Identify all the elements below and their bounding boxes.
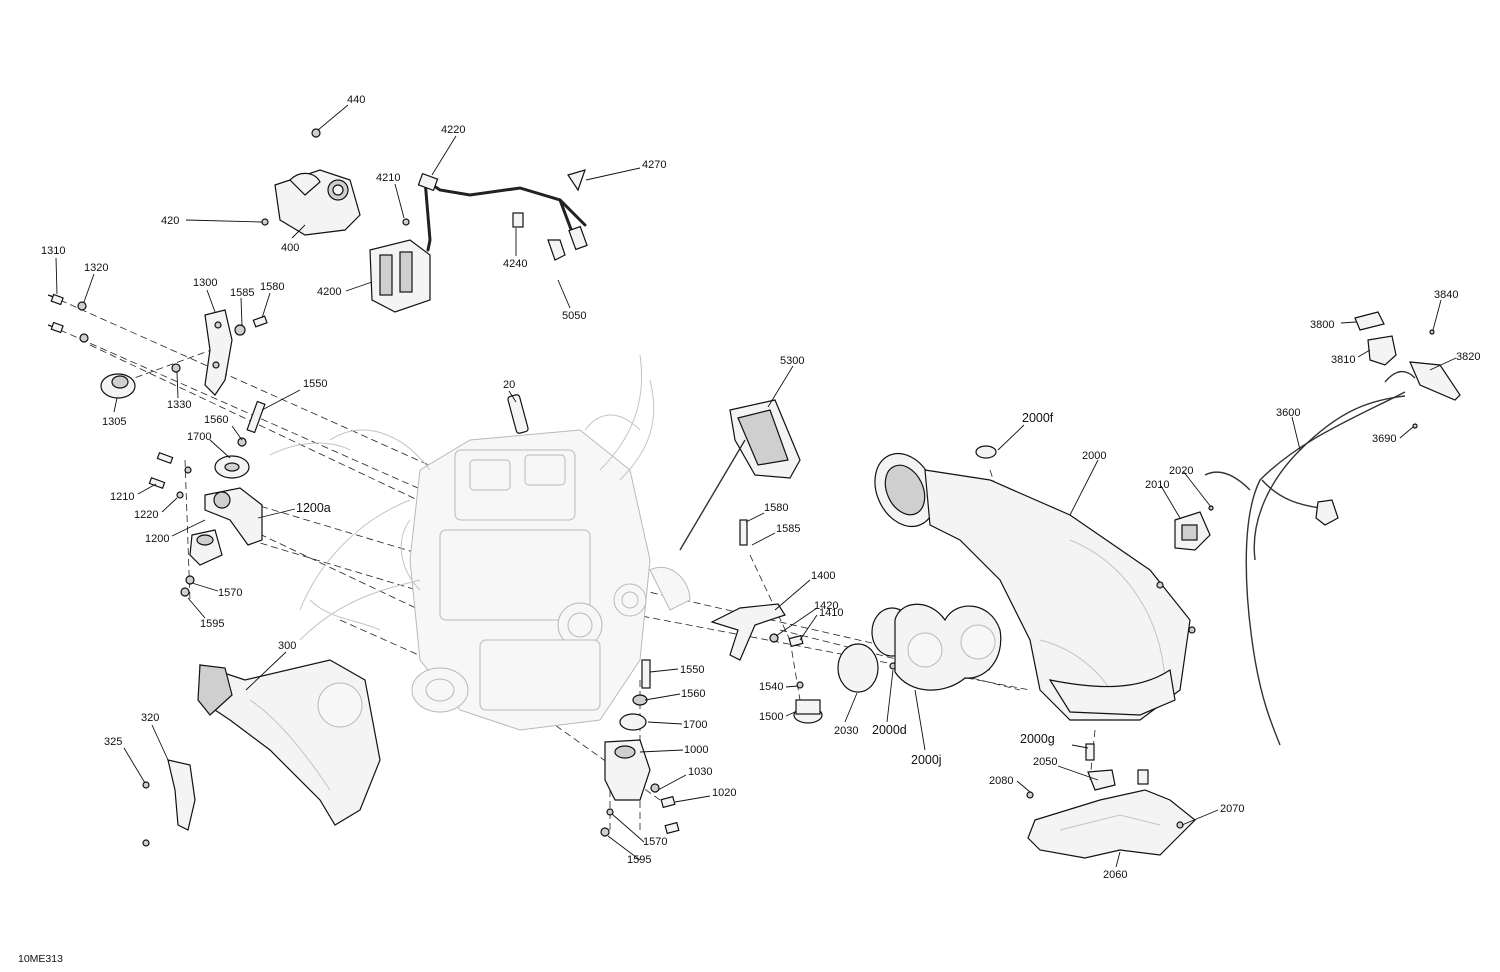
callout-2060: 2060 — [1103, 869, 1127, 881]
callout-4270: 4270 — [642, 159, 666, 171]
callout-3840: 3840 — [1434, 289, 1458, 301]
callout-4200: 4200 — [317, 286, 341, 298]
callout-1420: 1420 — [814, 600, 838, 612]
callout-2050: 2050 — [1033, 756, 1057, 768]
callout-2070: 2070 — [1220, 803, 1244, 815]
callout-1585-right: 1585 — [776, 523, 800, 535]
callout-4220: 4220 — [441, 124, 465, 136]
callout-1410: 1410 — [819, 607, 843, 619]
airbox-2000 — [874, 445, 1196, 721]
throttle-cable-assembly — [1204, 311, 1461, 746]
callout-1560-right: 1560 — [681, 688, 705, 700]
callout-3820: 3820 — [1456, 351, 1480, 363]
engine-shroud-300 — [142, 659, 381, 847]
engine-block-ghost — [269, 354, 691, 731]
callout-1700-right: 1700 — [683, 719, 707, 731]
callout-1330: 1330 — [167, 399, 191, 411]
callout-1550-right: 1550 — [680, 664, 704, 676]
callout-1585-upper: 1585 — [230, 287, 254, 299]
callout-3800: 3800 — [1310, 319, 1334, 331]
callout-1300: 1300 — [193, 277, 217, 289]
callout-3600: 3600 — [1276, 407, 1300, 419]
callout-420: 420 — [161, 215, 179, 227]
callout-2000j: 2000j — [911, 753, 942, 767]
callout-1595-left: 1595 — [200, 618, 224, 630]
callout-1210: 1210 — [110, 491, 134, 503]
callout-2080: 2080 — [989, 775, 1013, 787]
reference-code: 10ME313 — [18, 953, 63, 965]
callout-1700-left: 1700 — [187, 431, 211, 443]
callout-1580-upper: 1580 — [260, 281, 284, 293]
callout-1560-left: 1560 — [204, 414, 228, 426]
callout-1580-right: 1580 — [764, 502, 788, 514]
callout-1000: 1000 — [684, 744, 708, 756]
callout-3690: 3690 — [1372, 433, 1396, 445]
callout-1570-right: 1570 — [643, 836, 667, 848]
callout-20: 20 — [503, 379, 515, 391]
callout-5300: 5300 — [780, 355, 804, 367]
callout-1020: 1020 — [712, 787, 736, 799]
callout-400: 400 — [281, 242, 299, 254]
right-engine-mount-parts — [600, 519, 823, 837]
callout-440: 440 — [347, 94, 365, 106]
callout-1550-left: 1550 — [303, 378, 327, 390]
callout-2010: 2010 — [1145, 479, 1169, 491]
callout-300: 300 — [278, 640, 296, 652]
ignition-coil-assembly — [261, 128, 588, 313]
callout-2000d: 2000d — [872, 723, 907, 737]
callout-1570-left: 1570 — [218, 587, 242, 599]
callout-1200: 1200 — [145, 533, 169, 545]
callout-1400: 1400 — [811, 570, 835, 582]
callout-leader-lines — [55, 104, 1457, 868]
callout-1500: 1500 — [759, 711, 783, 723]
callout-1030: 1030 — [688, 766, 712, 778]
callout-325: 325 — [104, 736, 122, 748]
callout-1200a: 1200a — [296, 501, 331, 515]
callout-1540: 1540 — [759, 681, 783, 693]
callout-320: 320 — [141, 712, 159, 724]
callout-2000f: 2000f — [1022, 411, 1054, 425]
callout-labels: 440 420 400 4220 4210 4270 4200 4240 505… — [41, 94, 1480, 881]
callout-1320: 1320 — [84, 262, 108, 274]
left-engine-mount-parts — [47, 293, 268, 597]
sensor-2010 — [1174, 505, 1214, 551]
callout-2000: 2000 — [1082, 450, 1106, 462]
clamps-and-gasket — [837, 603, 1002, 693]
callout-1220: 1220 — [134, 509, 158, 521]
callout-1595-right: 1595 — [627, 854, 651, 866]
callout-1305: 1305 — [102, 416, 126, 428]
callout-2000g: 2000g — [1020, 732, 1055, 746]
callout-1310: 1310 — [41, 245, 65, 257]
oil-tank-5300 — [507, 394, 801, 551]
callout-2020: 2020 — [1169, 465, 1193, 477]
callout-4240: 4240 — [503, 258, 527, 270]
callout-4210: 4210 — [376, 172, 400, 184]
callout-5050: 5050 — [562, 310, 586, 322]
callout-2030: 2030 — [834, 725, 858, 737]
callout-3810: 3810 — [1331, 354, 1355, 366]
